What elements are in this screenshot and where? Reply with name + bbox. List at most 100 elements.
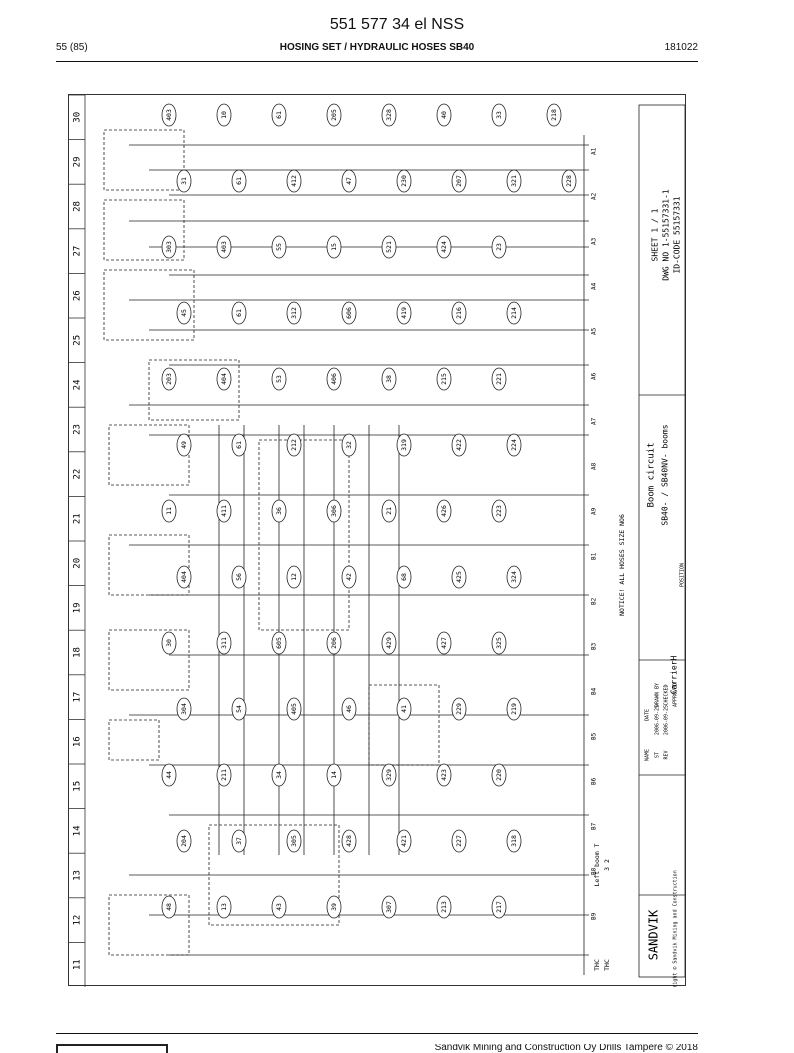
svg-text:205: 205 <box>330 109 338 121</box>
hose-label: 33 <box>491 103 507 127</box>
hose-label: 324 <box>506 565 522 589</box>
port-label: B4 <box>591 687 598 695</box>
position-label: POSITION <box>680 563 686 587</box>
hose-label: 61 <box>231 169 247 193</box>
svg-text:429: 429 <box>385 637 393 649</box>
svg-text:68: 68 <box>400 573 408 581</box>
hose-label: 404 <box>176 565 192 589</box>
hose-label: 13 <box>216 895 232 919</box>
hose-label: 34 <box>271 763 287 787</box>
hose-label: 230 <box>396 169 412 193</box>
svg-text:230: 230 <box>400 175 408 187</box>
hose-label: 428 <box>341 829 357 853</box>
role-date: 2006-09-25 <box>655 705 661 735</box>
hose-label: 228 <box>561 169 577 193</box>
hose-label: 405 <box>286 697 302 721</box>
column-number: 23 <box>73 424 83 435</box>
svg-text:23: 23 <box>495 243 503 251</box>
carrier-name: CarrierH <box>670 656 679 695</box>
left-boom-ports: 3 2 <box>603 859 611 871</box>
svg-text:324: 324 <box>510 571 518 583</box>
svg-text:47: 47 <box>345 177 353 185</box>
svg-text:428: 428 <box>345 835 353 847</box>
svg-text:312: 312 <box>290 307 298 319</box>
column-number: 13 <box>73 870 83 881</box>
svg-text:38: 38 <box>385 375 393 383</box>
port-label: A6 <box>591 372 598 380</box>
hose-label: 214 <box>506 301 522 325</box>
hose-label: 11 <box>161 499 177 523</box>
role-label: APPROVED <box>673 683 679 707</box>
hose-label: 224 <box>506 433 522 457</box>
column-number: 20 <box>73 558 83 569</box>
hose-label: 227 <box>451 829 467 853</box>
svg-text:219: 219 <box>510 703 518 715</box>
hose-label: 425 <box>451 565 467 589</box>
svg-text:426: 426 <box>440 505 448 517</box>
svg-text:405: 405 <box>290 703 298 715</box>
hose-label: 606 <box>341 301 357 325</box>
hose-label: 44 <box>161 763 177 787</box>
column-number: 17 <box>73 692 83 703</box>
svg-text:229: 229 <box>455 703 463 715</box>
svg-text:307: 307 <box>385 901 393 913</box>
hose-label: 53 <box>271 367 287 391</box>
svg-text:411: 411 <box>220 505 228 517</box>
port-label: A1 <box>591 147 598 155</box>
svg-text:215: 215 <box>440 373 448 385</box>
hose-label: 521 <box>381 235 397 259</box>
hose-label: 42 <box>341 565 357 589</box>
role-label: CHECKED <box>664 684 670 705</box>
hose-label: 49 <box>176 433 192 457</box>
role-label: DRAWN BY <box>655 683 661 707</box>
svg-text:223: 223 <box>495 505 503 517</box>
svg-text:304: 304 <box>180 703 188 715</box>
hose-label: 218 <box>546 103 562 127</box>
hose-label: 215 <box>436 367 452 391</box>
svg-text:221: 221 <box>495 373 503 385</box>
hose-label: 404 <box>216 367 232 391</box>
svg-text:40: 40 <box>440 111 448 119</box>
hose-label: 423 <box>436 763 452 787</box>
hose-label: 311 <box>216 631 232 655</box>
port-label: B1 <box>591 552 598 560</box>
hose-label: 419 <box>396 301 412 325</box>
column-number: 24 <box>73 379 83 390</box>
svg-text:10: 10 <box>220 111 228 119</box>
title-block-copyright: Copyright © Sandvik Mining and Construct… <box>673 870 679 987</box>
hose-label: 61 <box>231 301 247 325</box>
hose-label: 61 <box>271 103 287 127</box>
column-number: 11 <box>73 959 83 970</box>
port-label: A5 <box>591 327 598 335</box>
svg-text:403: 403 <box>220 241 228 253</box>
svg-text:404: 404 <box>220 373 228 385</box>
port-label: B8 <box>591 867 598 875</box>
page-footer: Sandvik Mining and Construction Oy Drill… <box>56 1044 698 1053</box>
svg-text:605: 605 <box>275 637 283 649</box>
page-header: 55 (85) HOSING SET / HYDRAULIC HOSES SB4… <box>56 42 698 58</box>
hose-label: 412 <box>286 169 302 193</box>
svg-text:48: 48 <box>165 903 173 911</box>
svg-text:319: 319 <box>400 439 408 451</box>
hose-label: 30 <box>161 631 177 655</box>
footer-rule <box>56 1033 698 1034</box>
column-number: 28 <box>73 201 83 212</box>
hose-label: 307 <box>381 895 397 919</box>
hose-label: 39 <box>326 895 342 919</box>
svg-text:31: 31 <box>180 177 188 185</box>
svg-text:425: 425 <box>455 571 463 583</box>
footer-copyright: Sandvik Mining and Construction Oy Drill… <box>434 1044 698 1053</box>
hose-label: 303 <box>161 235 177 259</box>
svg-text:213: 213 <box>440 901 448 913</box>
schematic-canvas: 1112131415161718192021222324252627282930… <box>69 95 686 987</box>
svg-text:34: 34 <box>275 771 283 779</box>
svg-text:15: 15 <box>330 243 338 251</box>
column-number: 26 <box>73 290 83 301</box>
svg-text:224: 224 <box>510 439 518 451</box>
notice-text: NOTICE! ALL HOSES SIZE NO6 <box>618 514 626 616</box>
hose-label: 207 <box>451 169 467 193</box>
hose-label: 223 <box>491 499 507 523</box>
svg-text:206: 206 <box>330 637 338 649</box>
hose-label: 220 <box>491 763 507 787</box>
